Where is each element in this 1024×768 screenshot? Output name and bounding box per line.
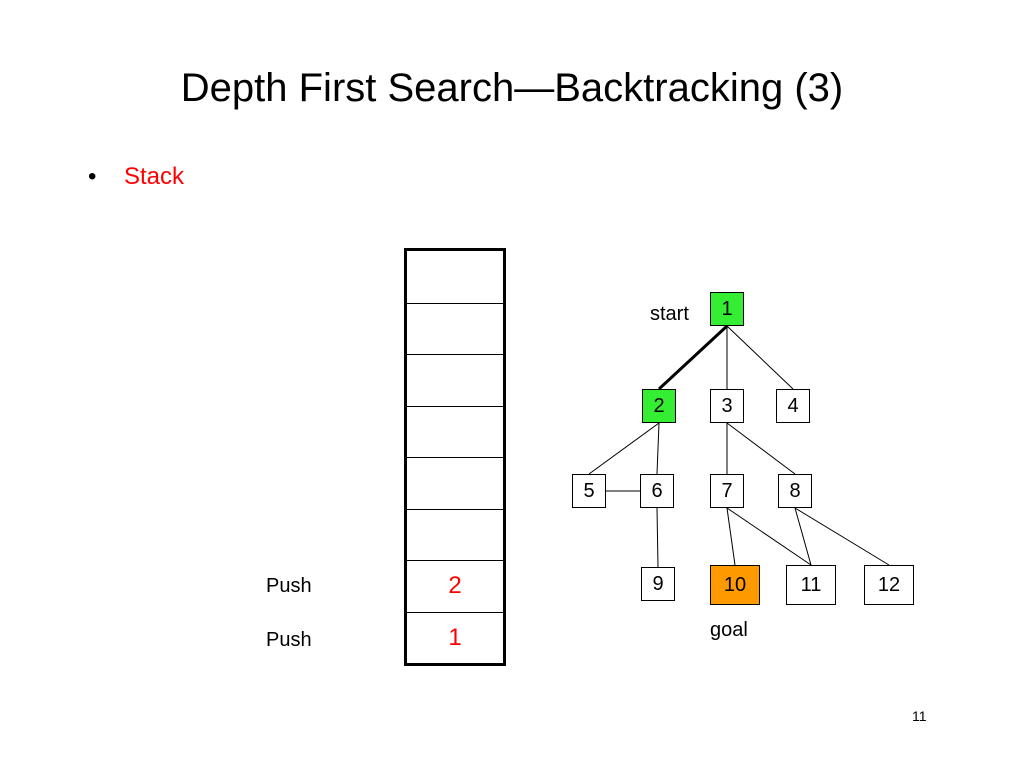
- tree-node-12: 12: [864, 565, 914, 605]
- tree-node-9: 9: [641, 567, 675, 601]
- tree-edge-8-12: [794, 507, 890, 566]
- page-number: 11: [912, 708, 927, 724]
- tree-edge-1-2: [657, 324, 729, 391]
- stack-diagram: 2 1: [404, 248, 506, 666]
- stack-slot: [407, 302, 503, 355]
- stack-slot: [407, 508, 503, 561]
- stack-operation-label: Push: [266, 629, 312, 651]
- tree-node-8: 8: [778, 474, 812, 508]
- stack-slot: [407, 354, 503, 406]
- tree-node-7: 7: [710, 474, 744, 508]
- tree-node-1: 1: [710, 292, 744, 326]
- tree-edge-2-5: [588, 422, 660, 475]
- tree-edge-2-6: [656, 422, 660, 475]
- slide-title: Depth First Search—Backtracking (3): [180, 66, 844, 110]
- tree-node-5: 5: [572, 474, 606, 508]
- tree-node-4: 4: [776, 389, 810, 423]
- bullet-item: • Stack: [88, 162, 184, 192]
- tree-edge-8-11: [794, 507, 812, 566]
- tree-node-6: 6: [640, 474, 674, 508]
- tree-edge-6-9: [656, 507, 659, 568]
- stack-slot: [407, 405, 503, 458]
- stack-slot: 2: [407, 560, 503, 612]
- stack-operation-label: Push: [266, 575, 312, 597]
- bullet-marker: •: [88, 163, 97, 190]
- goal-label: goal: [710, 619, 748, 641]
- tree-edge-7-10: [726, 507, 736, 566]
- tree-edge-7-11: [726, 507, 812, 566]
- tree-edge-3-8: [726, 422, 796, 475]
- tree-node-10: 10: [710, 565, 760, 605]
- bullet-text: Stack: [124, 163, 185, 190]
- tree-node-3: 3: [710, 389, 744, 423]
- start-label: start: [650, 303, 689, 325]
- tree-node-11: 11: [786, 565, 836, 605]
- stack-slot: 1: [407, 611, 503, 664]
- tree-edge-1-4: [726, 325, 794, 390]
- tree-node-2: 2: [642, 389, 676, 423]
- stack-slot: [407, 457, 503, 509]
